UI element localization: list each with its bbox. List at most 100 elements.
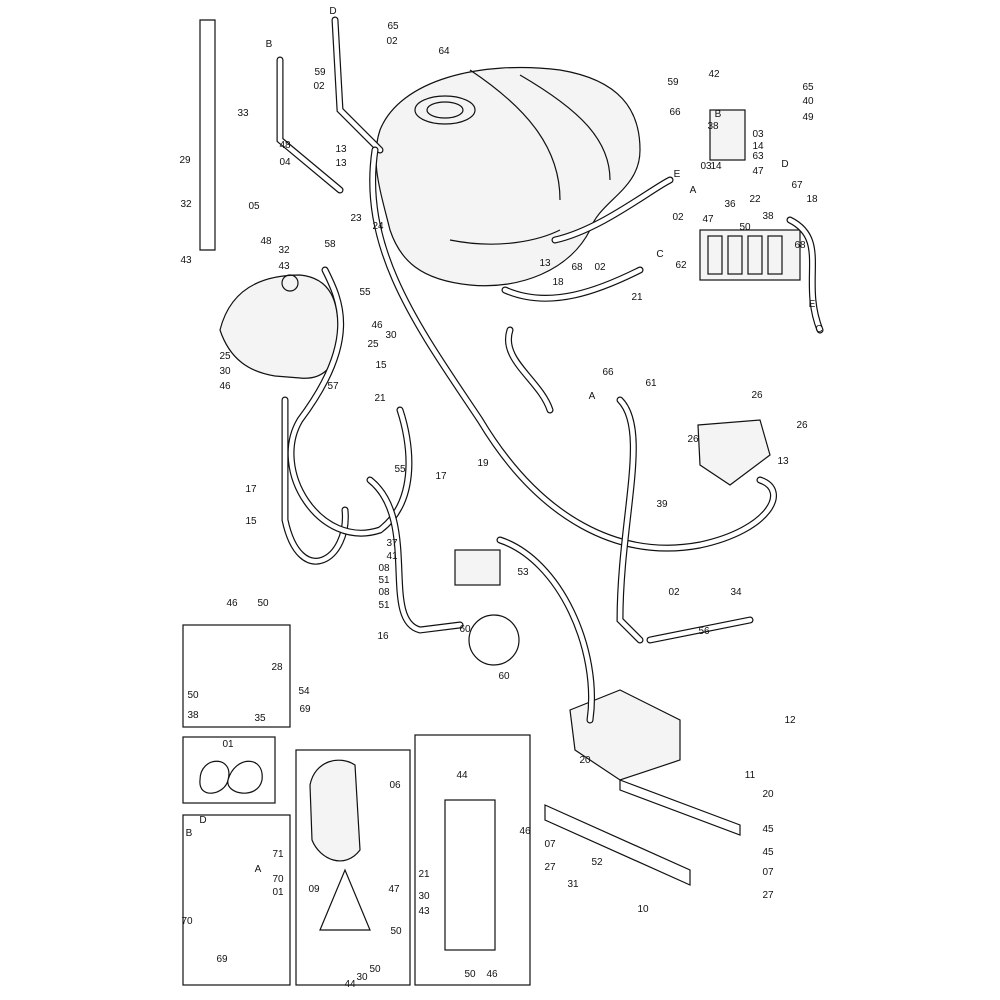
- part-callout-label: 46: [371, 320, 383, 331]
- part-callout-label: 47: [752, 166, 764, 177]
- hose: [647, 617, 753, 643]
- part-callout-label: 10: [637, 904, 649, 915]
- hose: [367, 477, 463, 633]
- part-callout-label: 33: [237, 108, 249, 119]
- part-callout-label: 60: [459, 624, 471, 635]
- part-callout-label: 46: [486, 969, 498, 980]
- part-callout-label: 02: [668, 587, 680, 598]
- part-callout-label: 50: [257, 598, 269, 609]
- part-callout-label: 40: [802, 96, 814, 107]
- part-callout-label: 21: [631, 292, 643, 303]
- part-callout-label: 38: [187, 710, 199, 721]
- part-callout-label: 50: [464, 969, 476, 980]
- part-callout-label: 44: [344, 979, 356, 990]
- part-callout-label: 30: [418, 891, 430, 902]
- hoses: [276, 16, 824, 724]
- part-callout-label: 66: [602, 367, 614, 378]
- part-callout-label: 17: [245, 484, 257, 495]
- part-callout-label: 18: [806, 194, 818, 205]
- part-callout-label: 46: [226, 598, 238, 609]
- bracket: [544, 804, 691, 886]
- part-callout-label: 13: [539, 258, 551, 269]
- part-callout-label: 05: [248, 201, 260, 212]
- part-callout-label: 30: [356, 972, 368, 983]
- valve-block: [699, 229, 801, 281]
- part-callout-label: 02: [672, 212, 684, 223]
- part-callout-label: 46: [519, 826, 531, 837]
- part-callout-label: B: [186, 828, 193, 839]
- part-callout-label: 37: [386, 538, 398, 549]
- part-callout-label: 20: [579, 755, 591, 766]
- part-callout-label: A: [255, 864, 262, 875]
- part-callout-label: 03: [700, 161, 712, 172]
- part-callout-label: 41: [386, 551, 398, 562]
- part-callout-label: 50: [187, 690, 199, 701]
- part-callout-label: 32: [180, 199, 192, 210]
- part-callout-label: 42: [708, 69, 720, 80]
- part-callout-label: 13: [777, 456, 789, 467]
- part-callout-label: 46: [219, 381, 231, 392]
- part-callout-label: 71: [272, 849, 284, 860]
- detail-callout: [468, 614, 520, 666]
- part-callout-label: 26: [796, 420, 808, 431]
- part-callout-label: 25: [219, 351, 231, 362]
- part-callout-label: 70: [272, 874, 284, 885]
- part-callout-label: 24: [372, 221, 384, 232]
- inset-detail-bracket: [182, 624, 291, 728]
- part-callout-label: 26: [751, 390, 763, 401]
- motor-pump: [454, 549, 501, 586]
- part-callout-label: 25: [367, 339, 379, 350]
- part-callout-label: 67: [791, 180, 803, 191]
- part-callout-label: D: [781, 159, 788, 170]
- part-callout-label: 15: [245, 516, 257, 527]
- part-callout-label: 62: [675, 260, 687, 271]
- part-callout-label: 64: [438, 46, 450, 57]
- part-callout-label: E: [809, 299, 816, 310]
- part-callout-label: 61: [645, 378, 657, 389]
- part-callout-label: 31: [567, 879, 579, 890]
- part-callout-label: 08: [378, 587, 390, 598]
- part-callout-label: 57: [327, 381, 339, 392]
- part-callout-label: 27: [544, 862, 556, 873]
- hose: [497, 537, 594, 723]
- part-callout-label: 21: [418, 869, 430, 880]
- part-callout-label: 50: [390, 926, 402, 937]
- part-callout-label: 36: [724, 199, 736, 210]
- part-callout-label: 44: [456, 770, 468, 781]
- hose: [616, 396, 644, 644]
- part-callout-label: 59: [667, 77, 679, 88]
- part-callout-label: 11: [745, 770, 756, 781]
- part-callout-label: B: [266, 39, 273, 50]
- part-callout-label: 52: [591, 857, 603, 868]
- part-callout-label: 03: [752, 129, 764, 140]
- part-callout-label: 58: [324, 239, 336, 250]
- hose: [502, 267, 643, 301]
- part-callout-label: 13: [335, 144, 347, 155]
- part-callout-label: E: [674, 169, 681, 180]
- part-callout-label: 69: [299, 704, 311, 715]
- part-callout-label: 48: [279, 140, 291, 151]
- part-callout-label: 01: [272, 887, 284, 898]
- part-callout-label: 69: [216, 954, 228, 965]
- pump: [569, 689, 681, 781]
- inset-detail-routing: [182, 814, 291, 986]
- part-callout-label: 54: [298, 686, 310, 697]
- hose: [617, 397, 643, 643]
- hose: [506, 327, 553, 413]
- rail: [199, 19, 216, 251]
- part-callout-label: 02: [386, 36, 398, 47]
- part-callout-label: 20: [762, 789, 774, 800]
- part-callout-label: D: [199, 815, 206, 826]
- part-callout-label: 47: [702, 214, 714, 225]
- inset-detail-frame: [414, 734, 531, 986]
- part-callout-label: 48: [260, 236, 272, 247]
- part-callout-label: 18: [552, 277, 564, 288]
- part-callout-label: 55: [394, 464, 406, 475]
- part-callout-label: 63: [752, 151, 764, 162]
- part-callout-label: 65: [802, 82, 814, 93]
- part-callout-label: 01: [222, 739, 234, 750]
- part-callout-label: 30: [385, 330, 397, 341]
- part-callout-label: 16: [377, 631, 389, 642]
